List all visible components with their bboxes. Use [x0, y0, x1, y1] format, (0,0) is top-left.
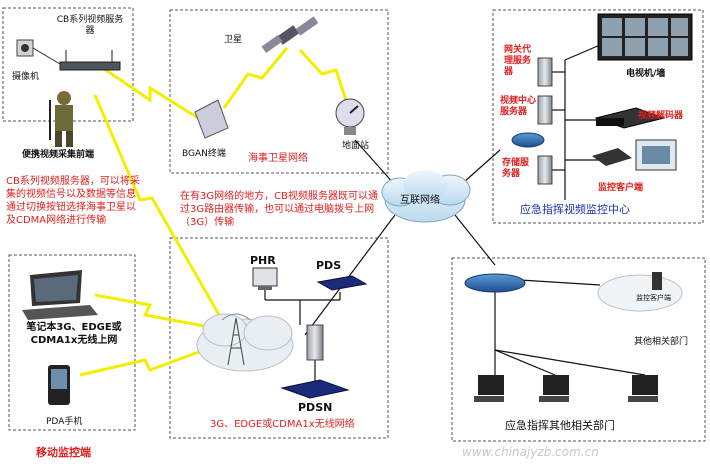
- watermark: www.chinajyzb.com.cn: [462, 445, 599, 459]
- laptop-label: 笔记本3G、EDGE或CDMA1x无线上网: [26, 322, 122, 346]
- lightning-front-tower: [93, 94, 224, 321]
- dept-router-icon: [464, 273, 526, 293]
- monitor-client-label: 监控客户端: [598, 183, 644, 193]
- mobile-box: [8, 254, 136, 431]
- storage-server-label: 存储服务器: [502, 158, 530, 179]
- pdsn-device-icon: [280, 379, 350, 399]
- dept-pc-icon-2: [539, 375, 569, 402]
- storage-server-icon: [537, 155, 553, 185]
- tv-wall-label: 电视机/墙: [626, 69, 666, 79]
- network-description: 在有3G网络的地方，CB视频服务器既可以通过3G路由器传输，也可以通过电脑拨号上…: [180, 191, 378, 228]
- wireless-network-label: 3G、EDGE或CDMA1x无线网络: [210, 419, 355, 430]
- internet-label: 互联网络: [400, 195, 440, 206]
- camera-label: 摄像机: [12, 72, 40, 82]
- satellite-icon: [261, 16, 319, 54]
- lightning-front-bgan: [99, 64, 199, 120]
- pda-label: PDA手机: [46, 417, 83, 427]
- ground-station-label: 地面站: [342, 141, 370, 151]
- video-decoder-icon: [594, 107, 666, 129]
- soldier-figure-icon: [49, 91, 73, 147]
- lightning-pda-tower: [79, 344, 216, 377]
- pds-device-icon: [316, 275, 368, 291]
- maritime-network-label: 海事卫星网络: [248, 153, 308, 164]
- camera-icon: [16, 39, 34, 57]
- pds-label: PDS: [316, 259, 342, 272]
- pda-icon: [48, 365, 70, 405]
- wireless-cloud: [196, 313, 294, 372]
- ground-station-icon: [335, 98, 365, 135]
- lightning-laptop-tower: [94, 293, 216, 330]
- mobile-monitor-title: 移动监控端: [36, 446, 91, 459]
- portable-front-label: 便携视频采集前端: [22, 150, 95, 160]
- tv-wall-icon: [597, 13, 693, 61]
- cb-description: CB系列视频服务器，可以将采集的视频信号以及数据等信息通过切换按钮选择海事卫星以…: [6, 176, 140, 226]
- monitor-client-cloud: [597, 274, 683, 312]
- cb-server-label: CB系列视频服务器: [56, 15, 124, 36]
- video-center-server-icon: [537, 95, 553, 125]
- center-router-icon: [511, 132, 545, 148]
- other-dept-box: [451, 257, 706, 442]
- phr-device-icon: [252, 267, 278, 290]
- satellite-box: [169, 9, 389, 174]
- bgan-label: BGAN终端: [182, 149, 226, 159]
- wireless-box: [169, 237, 389, 439]
- switch-device-icon: [306, 324, 324, 361]
- command-center-box: [492, 9, 704, 224]
- command-center-title: 应急指挥视频监控中心: [520, 203, 630, 216]
- dept-pc-icon-1: [474, 375, 504, 402]
- gateway-proxy-label: 网关代理服务器: [504, 45, 532, 77]
- dept-monitor-client-label: 监控客户端: [636, 294, 671, 302]
- video-decoder-label: 视频解码器: [638, 111, 684, 121]
- dept-server-icon: [652, 272, 662, 290]
- cell-tower-icon: [221, 313, 251, 366]
- cb-server-icon: [32, 47, 121, 71]
- pdsn-label: PDSN: [298, 401, 333, 414]
- internet-cloud: [381, 170, 471, 223]
- bgan-terminal-icon: [194, 99, 229, 139]
- laptop-icon: [22, 270, 98, 320]
- other-dept-label: 其他相关部门: [634, 337, 689, 347]
- lightning-satellite-bgan: [222, 47, 289, 109]
- dept-pc-icon-3: [628, 375, 658, 402]
- lightning-satellite-ground: [298, 48, 348, 101]
- satellite-label: 卫星: [224, 35, 243, 45]
- monitor-client-icon: [592, 139, 677, 171]
- command-other-title: 应急指挥其他相关部门: [505, 419, 615, 432]
- phr-label: PHR: [250, 254, 276, 267]
- video-center-server-label: 视频中心服务器: [500, 96, 537, 117]
- gateway-server-icon: [537, 57, 553, 87]
